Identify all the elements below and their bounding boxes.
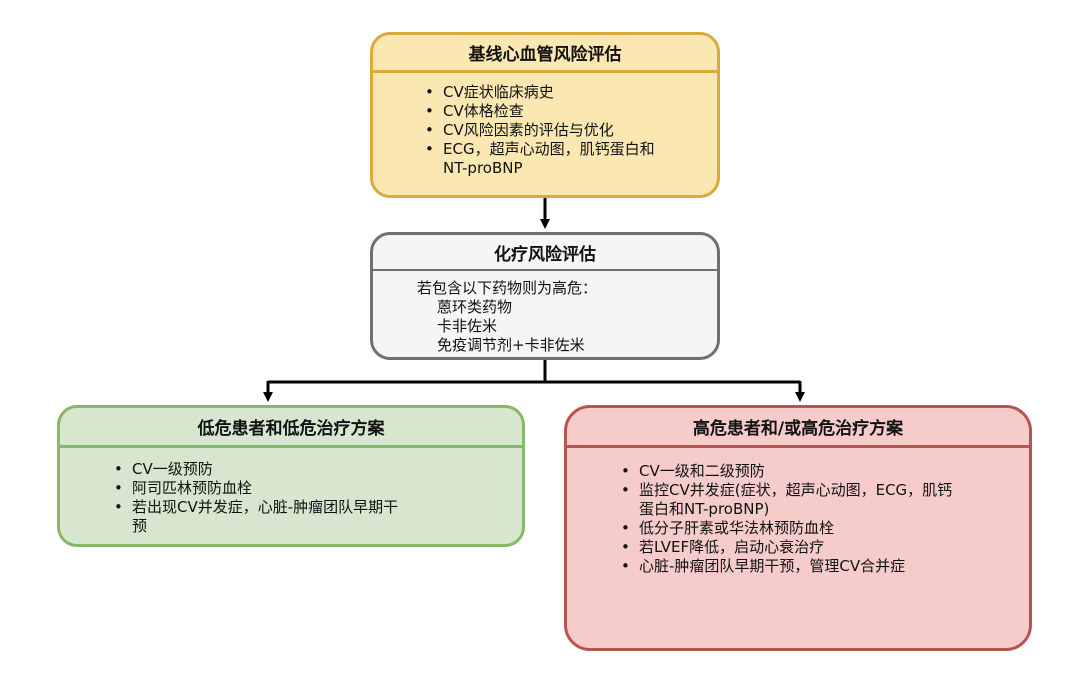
low-risk-box: 低危患者和低危治疗方案 CV一级预防 阿司匹林预防血栓 若出现CV并发症，心脏-… [57, 405, 525, 547]
high-risk-title: 高危患者和/或高危治疗方案 [567, 408, 1029, 448]
baseline-item: ECG，超声心动图，肌钙蛋白和NT-proBNP [421, 140, 671, 178]
low-risk-item: 阿司匹林预防血栓 [110, 479, 410, 498]
high-risk-box: 高危患者和/或高危治疗方案 CV一级和二级预防 监控CV并发症(症状，超声心动图… [564, 405, 1032, 651]
high-risk-item: 若LVEF降低，启动心衰治疗 [617, 538, 957, 557]
baseline-item: CV症状临床病史 [421, 83, 671, 102]
low-risk-item: 若出现CV并发症，心脏-肿瘤团队早期干预 [110, 498, 410, 536]
chemo-risk-box: 化疗风险评估 若包含以下药物则为高危： 蒽环类药物 卡非佐米 免疫调节剂+卡非佐… [370, 232, 720, 360]
low-risk-item: CV一级预防 [110, 460, 410, 479]
baseline-assessment-box: 基线心血管风险评估 CV症状临床病史 CV体格检查 CV风险因素的评估与优化 E… [370, 32, 720, 198]
low-risk-title: 低危患者和低危治疗方案 [60, 408, 522, 448]
chemo-drug: 蒽环类药物 [437, 298, 513, 316]
chemo-risk-title: 化疗风险评估 [373, 235, 717, 271]
chemo-drug: 卡非佐米 [437, 317, 498, 335]
high-risk-item: 心脏-肿瘤团队早期干预，管理CV合并症 [617, 557, 957, 576]
high-risk-item: 低分子肝素或华法林预防血栓 [617, 519, 957, 538]
baseline-item: CV体格检查 [421, 102, 671, 121]
baseline-item: CV风险因素的评估与优化 [421, 121, 671, 140]
high-risk-item: CV一级和二级预防 [617, 462, 957, 481]
chemo-risk-intro: 若包含以下药物则为高危： [417, 279, 598, 297]
baseline-assessment-title: 基线心血管风险评估 [373, 35, 717, 73]
chemo-drug: 免疫调节剂+卡非佐米 [437, 336, 585, 354]
high-risk-item: 监控CV并发症(症状，超声心动图，ECG，肌钙蛋白和NT-proBNP) [617, 481, 957, 519]
